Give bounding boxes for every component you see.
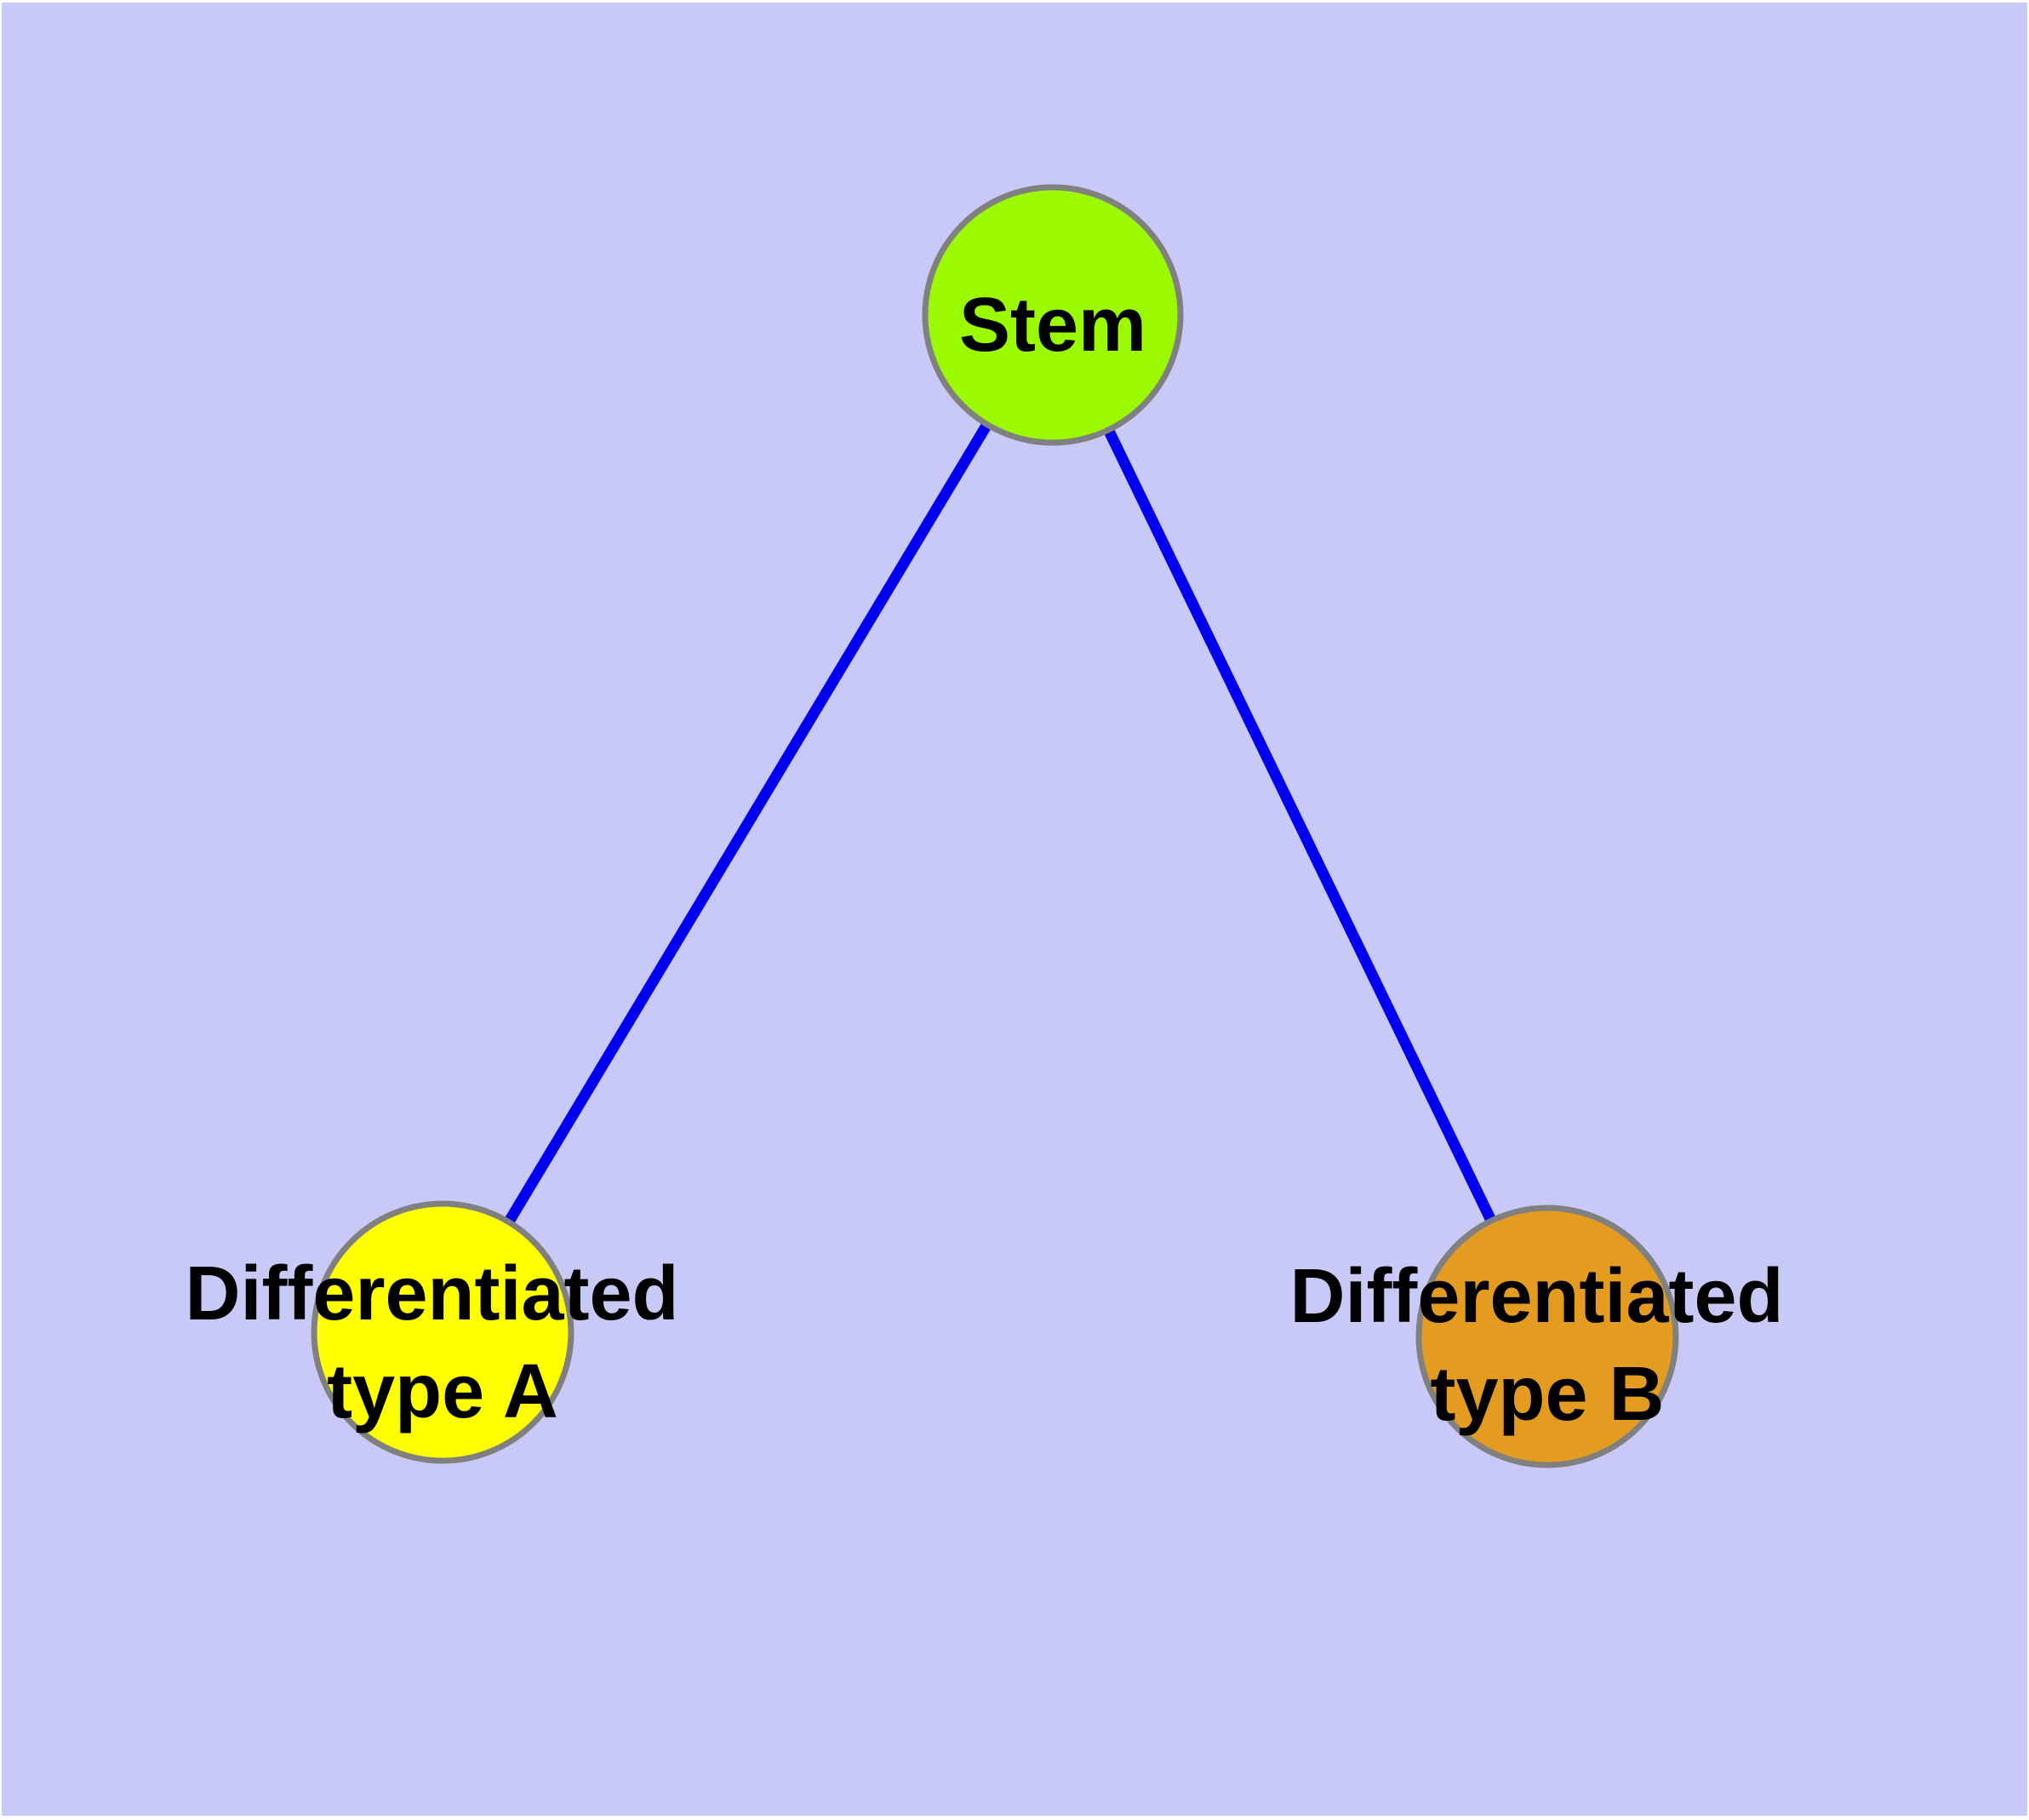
edge-stem-to-type-b [1048, 312, 1552, 1339]
label-layer: Stem Differentiated type A Differentiate… [185, 283, 1804, 1437]
node-layer [311, 184, 1679, 1468]
edge-stem-to-type-a [437, 312, 1058, 1336]
type-b-label-line2: type B [1430, 1352, 1664, 1437]
stem-node-label: Stem [959, 283, 1146, 368]
type-a-label-line1: Differentiated [185, 1251, 678, 1336]
stem-node [922, 184, 1184, 446]
type-a-label-line2: type A [327, 1349, 558, 1434]
type-a-node [311, 1200, 574, 1464]
type-b-node [1415, 1205, 1679, 1468]
type-b-label-line1: Differentiated [1289, 1254, 1783, 1339]
type-b-node-label: Differentiated type B [1289, 1254, 1804, 1437]
type-a-node-label: Differentiated type A [185, 1251, 700, 1434]
edge-layer [437, 312, 1552, 1339]
